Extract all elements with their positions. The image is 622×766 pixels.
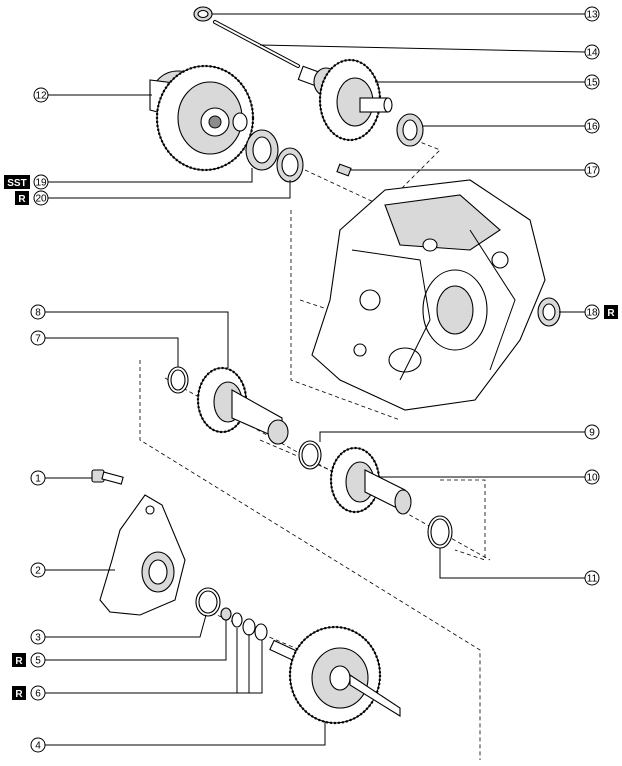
part-13-o-ring — [193, 6, 213, 22]
svg-text:8: 8 — [35, 308, 41, 319]
svg-text:14: 14 — [586, 48, 598, 59]
svg-text:11: 11 — [587, 574, 598, 585]
svg-text:13: 13 — [586, 10, 598, 21]
callout-19: 19 — [33, 174, 49, 190]
callout-18: 18 — [584, 304, 600, 320]
svg-text:9: 9 — [589, 428, 595, 439]
svg-text:3: 3 — [35, 633, 41, 644]
svg-text:4: 4 — [35, 741, 41, 752]
sst-tag-19: SST — [4, 175, 30, 189]
svg-text:17: 17 — [586, 166, 598, 177]
svg-text:2: 2 — [35, 566, 41, 577]
svg-text:1: 1 — [35, 474, 41, 485]
callout-12: 12 — [33, 87, 49, 103]
replace-tag-6: R — [12, 686, 26, 700]
svg-text:16: 16 — [586, 122, 598, 133]
svg-text:R: R — [18, 194, 26, 205]
part-14-shaft — [213, 20, 300, 68]
part-10-output-gear-shaft — [329, 446, 412, 515]
svg-text:12: 12 — [35, 91, 47, 102]
svg-text:R: R — [15, 689, 23, 700]
replace-tag-20: R — [15, 191, 29, 205]
callout-16: 16 — [584, 118, 600, 134]
part-1-bolt — [91, 469, 124, 485]
svg-text:5: 5 — [35, 656, 41, 667]
callout-20: 20 — [33, 190, 49, 206]
svg-text:7: 7 — [35, 334, 41, 345]
svg-text:15: 15 — [586, 78, 598, 89]
part-20-shim — [276, 147, 304, 183]
svg-text:20: 20 — [35, 194, 47, 205]
part-11-snap-ring — [427, 515, 453, 549]
callout-leaders — [45, 13, 586, 746]
svg-text:18: 18 — [586, 308, 598, 319]
transaxle-case — [311, 179, 546, 411]
callout-15: 15 — [584, 74, 600, 90]
callout-17: 17 — [584, 162, 600, 178]
part-12-differential-assembly — [149, 64, 255, 172]
part-5-6-small-rings — [220, 607, 268, 641]
replace-tag-5: R — [12, 653, 26, 667]
callout-4: 4 — [30, 737, 46, 753]
svg-text:SST: SST — [7, 178, 26, 189]
callout-14: 14 — [584, 44, 600, 60]
part-16-bearing — [396, 113, 424, 147]
svg-text:19: 19 — [35, 178, 47, 189]
callout-13: 13 — [584, 6, 600, 22]
svg-text:10: 10 — [586, 473, 598, 484]
replace-tag-18: R — [604, 305, 618, 319]
callout-9: 9 — [584, 424, 600, 440]
part-19-bearing — [245, 129, 279, 171]
callout-5: 5 — [30, 652, 46, 668]
callout-8: 8 — [30, 304, 46, 320]
part-9-snap-ring — [298, 440, 322, 470]
part-15-gear-shaft — [297, 58, 393, 142]
svg-text:R: R — [15, 656, 23, 667]
svg-text:6: 6 — [35, 689, 41, 700]
callout-7: 7 — [30, 330, 46, 346]
callout-6: 6 — [30, 685, 46, 701]
part-7-snap-ring — [167, 366, 189, 394]
callout-10: 10 — [584, 469, 600, 485]
callout-2: 2 — [30, 562, 46, 578]
callout-1: 1 — [30, 470, 46, 486]
part-8-input-gear-shaft — [196, 366, 289, 445]
svg-text:R: R — [607, 308, 615, 319]
part-3-snap-ring — [195, 587, 221, 617]
callout-3: 3 — [30, 629, 46, 645]
part-4-clutch-drum-shaft — [269, 625, 401, 725]
part-18-oil-seal — [537, 297, 561, 327]
part-17-pin — [336, 163, 352, 177]
part-2-side-cover — [99, 494, 186, 616]
callout-11: 11 — [584, 570, 600, 586]
